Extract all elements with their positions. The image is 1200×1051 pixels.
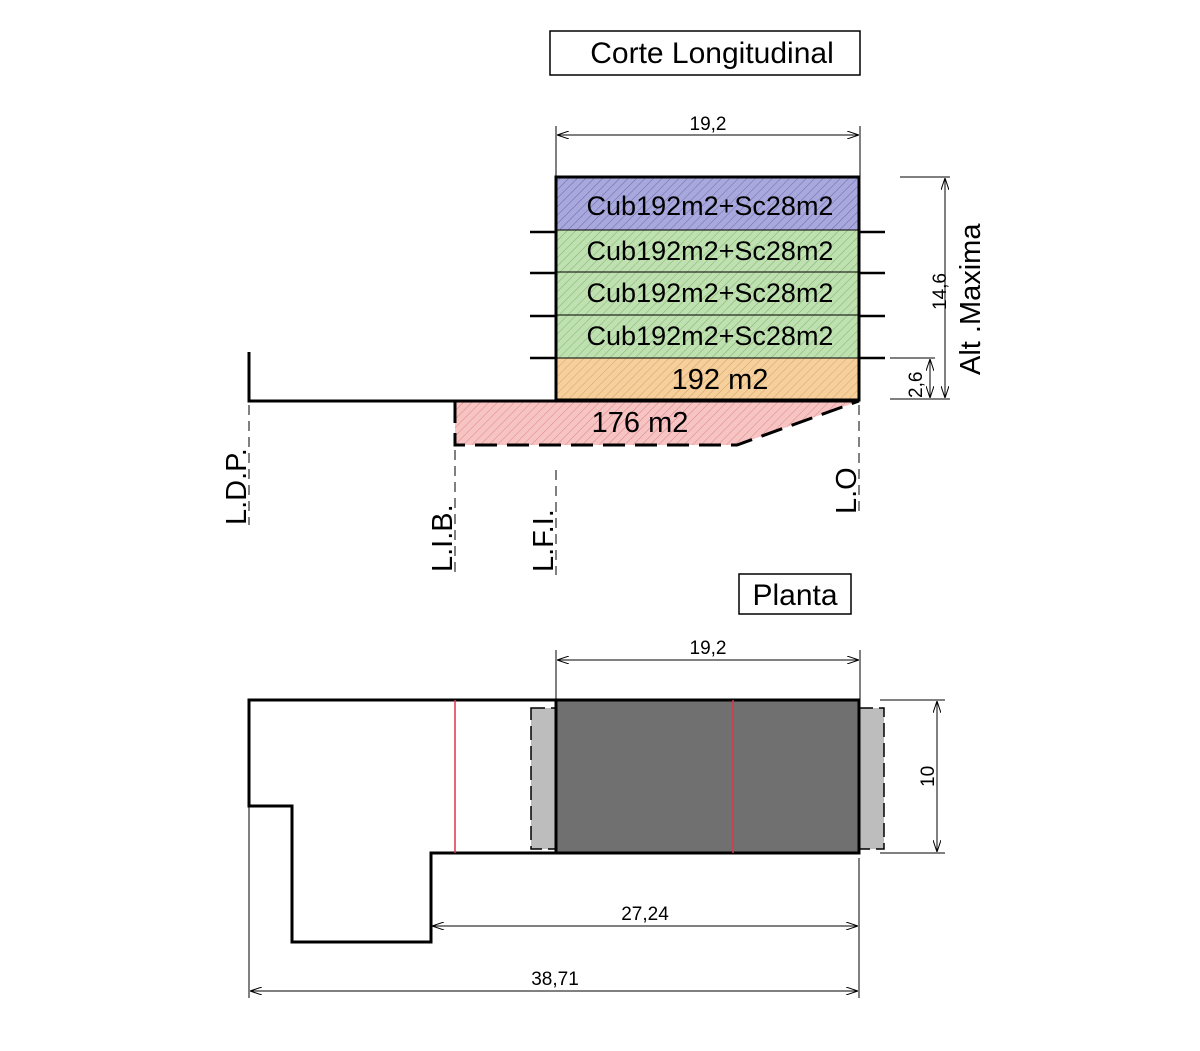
balcony-right bbox=[858, 707, 885, 850]
section-title: Corte Longitudinal bbox=[590, 37, 834, 70]
height-dimensions bbox=[890, 176, 950, 400]
height-total-label: 14,6 bbox=[930, 273, 951, 310]
reference-lines bbox=[248, 405, 860, 575]
plan-depth-dimension bbox=[880, 699, 945, 854]
basement: 176 m2 bbox=[453, 399, 860, 447]
section-title-box: Corte Longitudinal bbox=[549, 30, 861, 76]
lot-outline bbox=[247, 698, 556, 944]
plan-mid-label: 27,24 bbox=[621, 904, 669, 925]
floor-3: Cub192m2+Sc28m2 bbox=[555, 229, 860, 273]
floor-4: Cub192m2+Sc28m2 bbox=[555, 177, 860, 231]
line-ldp-label: L.D.P. bbox=[221, 448, 253, 525]
line-lo-label: L.O bbox=[831, 467, 863, 514]
section-width-label: 19,2 bbox=[690, 114, 727, 135]
plan-total-dimension bbox=[248, 806, 860, 998]
ground-line bbox=[247, 352, 859, 403]
plan-title-box: Planta bbox=[738, 573, 852, 615]
height-ground-label: 2,6 bbox=[906, 372, 927, 398]
max-height-label: Alt .Maxima bbox=[955, 223, 987, 375]
floor-1: Cub192m2+Sc28m2 bbox=[555, 314, 860, 359]
building-footprint bbox=[554, 698, 861, 855]
ground-floor-label: 192 m2 bbox=[672, 364, 769, 396]
plan-mid-dimension bbox=[433, 858, 860, 935]
ground-floor: 192 m2 bbox=[555, 357, 860, 401]
plan-width-label: 19,2 bbox=[690, 638, 727, 659]
section-width-dimension: 19,2 bbox=[555, 114, 861, 176]
plan-total-label: 38,71 bbox=[531, 969, 579, 990]
line-lib-label: L.I.B. bbox=[427, 504, 459, 572]
floor-4-label: Cub192m2+Sc28m2 bbox=[587, 191, 834, 221]
floor-1-label: Cub192m2+Sc28m2 bbox=[587, 321, 834, 351]
line-lfi-label: L.F.I. bbox=[528, 509, 560, 572]
plan-depth-label: 10 bbox=[918, 766, 939, 787]
plan-width-dimension: 19,2 bbox=[555, 638, 861, 700]
floor-3-label: Cub192m2+Sc28m2 bbox=[587, 236, 834, 266]
slab-projections bbox=[530, 230, 885, 360]
floor-2-label: Cub192m2+Sc28m2 bbox=[587, 278, 834, 308]
basement-label: 176 m2 bbox=[592, 407, 689, 439]
plan-title: Planta bbox=[752, 579, 837, 612]
balcony-left bbox=[530, 707, 557, 850]
floor-2: Cub192m2+Sc28m2 bbox=[555, 271, 860, 316]
